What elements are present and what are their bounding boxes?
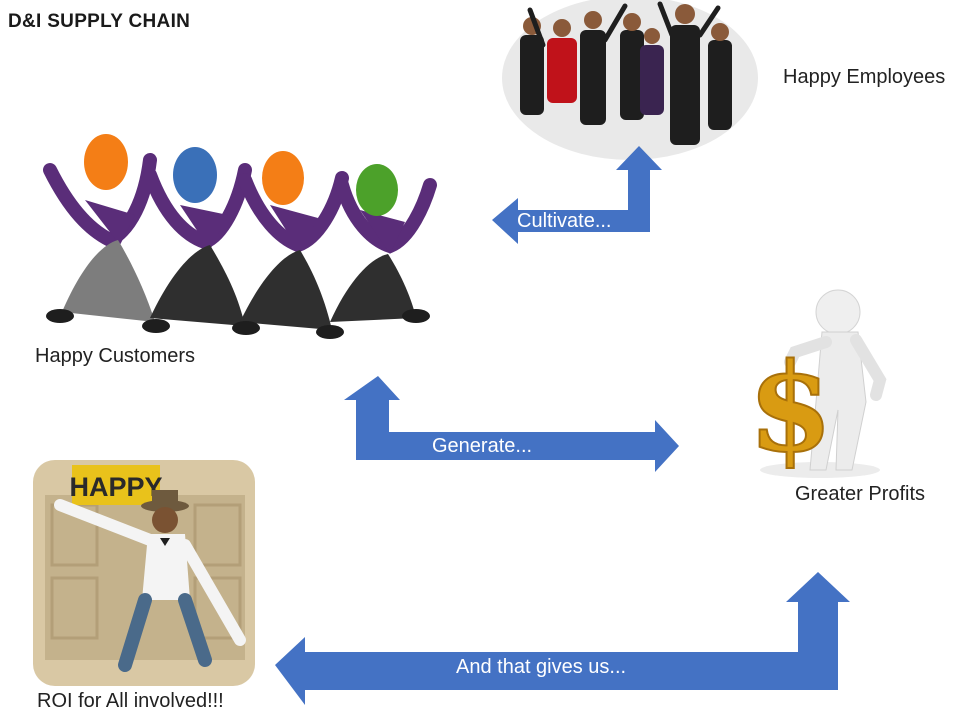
greater-profits-label: Greater Profits <box>795 483 926 505</box>
and-that-gives-us-arrow-label: And that gives us... <box>456 656 627 678</box>
generate-arrow-label: Generate... <box>432 435 533 457</box>
page-title: D&I SUPPLY CHAIN <box>8 11 191 32</box>
happy-customers-clipart <box>43 134 437 339</box>
cultivate-arrow-label: Cultivate... <box>517 210 612 232</box>
roi-happy-image: HAPPY <box>33 460 255 686</box>
generate-arrow <box>344 376 679 472</box>
happy-employees-image <box>502 0 758 160</box>
and-that-gives-us-arrow <box>275 572 850 705</box>
happy-customers-label: Happy Customers <box>35 345 196 367</box>
roi-label: ROI for All involved!!! <box>37 690 224 712</box>
happy-employees-label: Happy Employees <box>783 66 946 88</box>
greater-profits-clipart: $ <box>747 289 887 480</box>
happy-sign-text: HAPPY <box>69 472 162 502</box>
dollar-sign-icon: $ <box>748 335 833 479</box>
cultivate-arrow <box>492 146 662 244</box>
